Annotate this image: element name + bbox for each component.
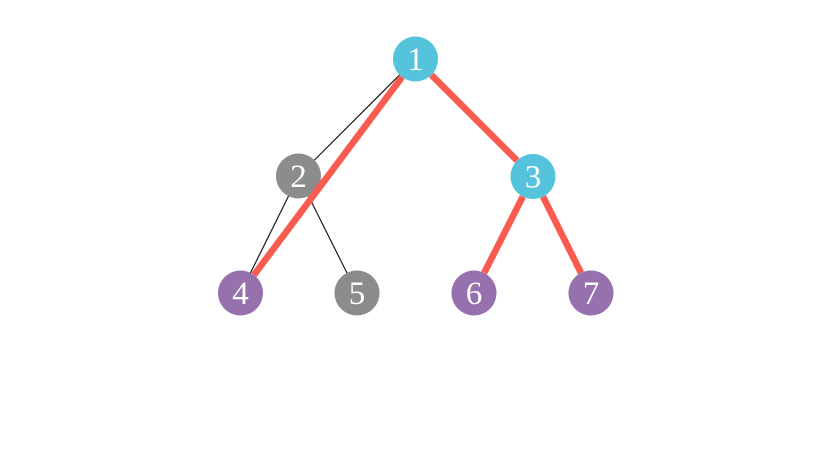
edge-highlight-1-3 (429, 72, 520, 163)
edge-1-2 (298, 58, 416, 177)
edge-highlight-3-7 (540, 195, 584, 275)
node-3 (510, 154, 556, 199)
node-6 (451, 270, 497, 316)
node-5 (334, 270, 380, 316)
node-7 (568, 270, 614, 316)
node-4 (218, 270, 263, 316)
edge-highlight-3-6 (481, 195, 526, 275)
node-1 (393, 36, 438, 82)
edge-highlight-1-4 (251, 75, 405, 277)
node-2 (276, 153, 321, 199)
